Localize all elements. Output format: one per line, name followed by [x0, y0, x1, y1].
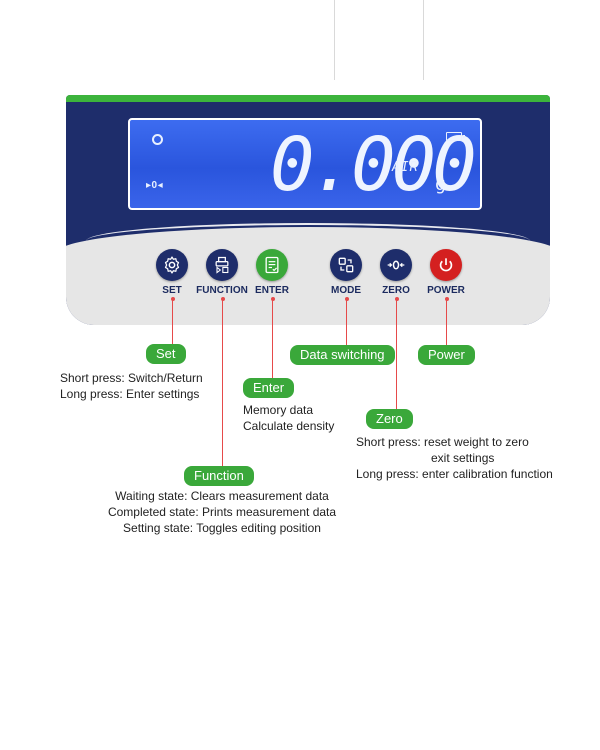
mode-callout-dot: [345, 297, 349, 301]
printer-icon: [215, 256, 229, 274]
function-desc-line: Setting state: Toggles editing position: [123, 521, 321, 535]
zero-arrows-icon: [387, 260, 405, 270]
power-callout-dot: [445, 297, 449, 301]
enter-callout-title: Enter: [243, 378, 295, 398]
function-button[interactable]: [206, 249, 238, 281]
function-callout-dot: [221, 297, 225, 301]
mode-label: MODE: [331, 285, 361, 296]
enter-button[interactable]: [256, 249, 288, 281]
zero-indicator: ▸0◂: [146, 180, 164, 191]
power-callout-title: Power: [418, 345, 475, 365]
zero-callout-dot: [395, 297, 399, 301]
weight-reading: 0.000: [270, 122, 477, 208]
zero-button[interactable]: [380, 249, 412, 281]
enter-label: ENTER: [255, 285, 289, 296]
lcd-display: ▸0◂ 0.000 AIR g: [128, 118, 482, 210]
function-label: FUNCTION: [196, 285, 248, 296]
enter-callout-desc: Memory data Calculate density: [243, 402, 334, 434]
mode-indicator: AIR: [392, 160, 419, 175]
set-label: SET: [162, 285, 182, 296]
panel-top-strip: [66, 95, 550, 102]
enter-desc-line: Calculate density: [243, 419, 335, 433]
set-callout-line: [172, 299, 173, 344]
function-desc-line: Completed state: Prints measurement data: [107, 505, 337, 519]
power-callout-line: [446, 299, 447, 345]
mode-callout-title: Data switching: [290, 345, 395, 365]
set-callout-title: Set: [146, 344, 186, 364]
power-icon: [439, 258, 453, 272]
zero-label: ZERO: [382, 285, 410, 296]
checklist-icon: [265, 256, 279, 274]
power-button[interactable]: [430, 249, 462, 281]
unit-label: g: [435, 174, 446, 195]
mode-button[interactable]: [330, 249, 362, 281]
panel-divider: [86, 223, 530, 245]
enter-callout-line: [272, 299, 273, 378]
zero-callout-line: [396, 299, 397, 409]
mode-callout-line: [346, 299, 347, 345]
function-callout-desc: Waiting state: Clears measurement data C…: [100, 488, 344, 536]
zero-callout-desc: Short press: reset weight to zero exit s…: [356, 434, 553, 482]
set-button[interactable]: [156, 249, 188, 281]
function-desc-line: Waiting state: Clears measurement data: [115, 489, 329, 503]
battery-icon: [446, 132, 465, 141]
set-callout-desc: Short press: Switch/Return Long press: E…: [60, 370, 220, 402]
zero-desc-line: Long press: enter calibration function: [356, 467, 553, 481]
switch-icon: [338, 257, 354, 273]
set-desc-line: Short press: Switch/Return: [60, 371, 203, 385]
function-callout-line: [222, 299, 223, 466]
zero-desc-line: Short press: reset weight to zero: [356, 435, 529, 449]
stable-indicator-icon: [152, 134, 163, 145]
zero-desc-line: exit settings: [431, 451, 495, 465]
power-label: POWER: [427, 285, 465, 296]
function-callout-title: Function: [184, 466, 254, 486]
gear-icon: [164, 256, 180, 274]
set-callout-dot: [171, 297, 175, 301]
enter-callout-dot: [271, 297, 275, 301]
set-desc-line: Long press: Enter settings: [60, 387, 200, 401]
top-frame: [334, 0, 424, 80]
scale-panel: ▸0◂ 0.000 AIR g: [66, 95, 550, 325]
enter-desc-line: Memory data: [243, 403, 314, 417]
zero-callout-title: Zero: [366, 409, 413, 429]
